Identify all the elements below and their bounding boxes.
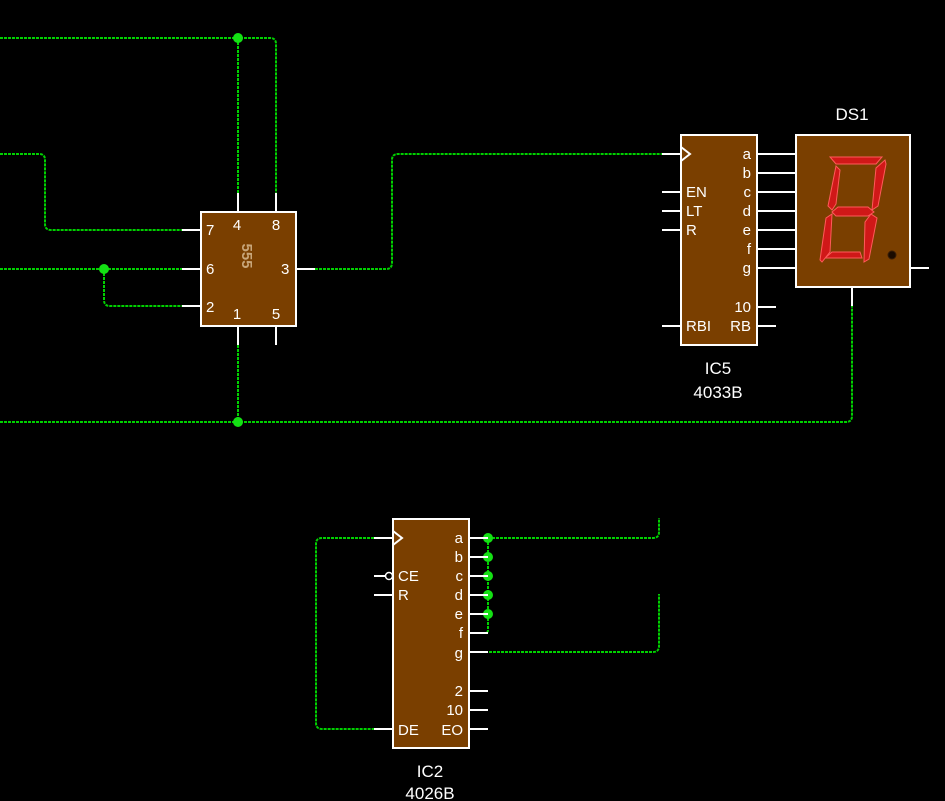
junction-dot: [233, 33, 243, 43]
pin-label: 10: [446, 702, 463, 719]
wire-ic2-de-loop[interactable]: [315, 537, 374, 730]
wire-555-out-to-ic5-clock[interactable]: [315, 153, 662, 270]
segment-e: [819, 213, 833, 263]
pin-label: e: [743, 222, 751, 239]
clock-input-marker: [680, 146, 692, 162]
pin-label: a: [743, 146, 752, 163]
timer-555[interactable]: 555 4 8 7 6 2 3 1 5: [182, 193, 315, 345]
segment-c: [863, 213, 878, 263]
pin-number: 7: [206, 222, 214, 239]
segment-a: [828, 156, 884, 165]
pin-label: g: [455, 645, 463, 662]
wire-to-pin2[interactable]: [103, 269, 182, 307]
junction-dot: [233, 417, 243, 427]
ic2-part-number: 4026B: [405, 784, 454, 801]
pin-label: f: [747, 241, 752, 258]
pin-label: g: [743, 260, 751, 277]
segment-d: [823, 251, 863, 259]
clock-input-marker: [392, 530, 404, 546]
pin-number: 6: [206, 261, 214, 278]
pin-label: RB: [730, 318, 751, 335]
pin-number: 5: [272, 306, 280, 323]
inverted-input-bubble: [384, 571, 394, 581]
wire-top[interactable]: [0, 37, 277, 193]
ic5-body[interactable]: [680, 134, 758, 346]
ds1-reference: DS1: [835, 105, 868, 124]
segment-b: [871, 159, 887, 211]
pin-number: 3: [281, 261, 289, 278]
wire-ic2-bus[interactable]: [469, 538, 489, 634]
wire-ground-rail[interactable]: [0, 288, 853, 423]
ic2-body[interactable]: [392, 518, 470, 749]
pin-label: b: [455, 549, 463, 566]
ic5-part-number: 4033B: [693, 383, 742, 402]
pin-label: b: [743, 165, 751, 182]
ds1-display[interactable]: DS1: [795, 105, 929, 306]
pin-number: 4: [233, 217, 241, 234]
ic5-4033b[interactable]: a b c d e f g 10 RB EN LT R RBI IC5 4033…: [662, 134, 796, 402]
pin-label: e: [455, 606, 463, 623]
pin-label: DE: [398, 722, 419, 739]
pin-number: 1: [233, 306, 241, 323]
pin-label: R: [398, 587, 409, 604]
pin-label: c: [456, 568, 464, 585]
segment-g: [831, 206, 875, 217]
ic2-reference: IC2: [417, 762, 443, 781]
junctions: [99, 33, 493, 619]
pin-label: f: [459, 625, 464, 642]
wires: [0, 37, 853, 730]
timer-555-body[interactable]: [200, 211, 297, 327]
seven-segment-digit: [819, 156, 897, 263]
pin-label: RBI: [686, 318, 711, 335]
pin-number: 8: [272, 217, 280, 234]
wire-ic2-a-out[interactable]: [488, 518, 660, 539]
pin-label: EO: [441, 722, 463, 739]
pin-label: d: [455, 587, 463, 604]
pin-label: d: [743, 203, 751, 220]
pin-number: 2: [206, 299, 214, 316]
ic2-4026b[interactable]: a b c d e f g 2 10 EO CE R DE IC2 4026B: [374, 518, 488, 801]
timer-555-name: 555: [238, 243, 255, 268]
pin-label: LT: [686, 203, 702, 220]
pin-label: a: [455, 530, 464, 547]
decimal-point: [887, 250, 897, 260]
pin-label: EN: [686, 184, 707, 201]
wire-to-pin7[interactable]: [0, 153, 182, 231]
pin-label: 10: [734, 299, 751, 316]
pin-label: c: [744, 184, 752, 201]
pin-label: 2: [455, 683, 463, 700]
pin-label: CE: [398, 568, 419, 585]
ic5-reference: IC5: [705, 359, 731, 378]
segment-f: [827, 164, 841, 211]
wire-ic2-g-out[interactable]: [469, 594, 660, 653]
junction-dot: [99, 264, 109, 274]
pin-label: R: [686, 222, 697, 239]
